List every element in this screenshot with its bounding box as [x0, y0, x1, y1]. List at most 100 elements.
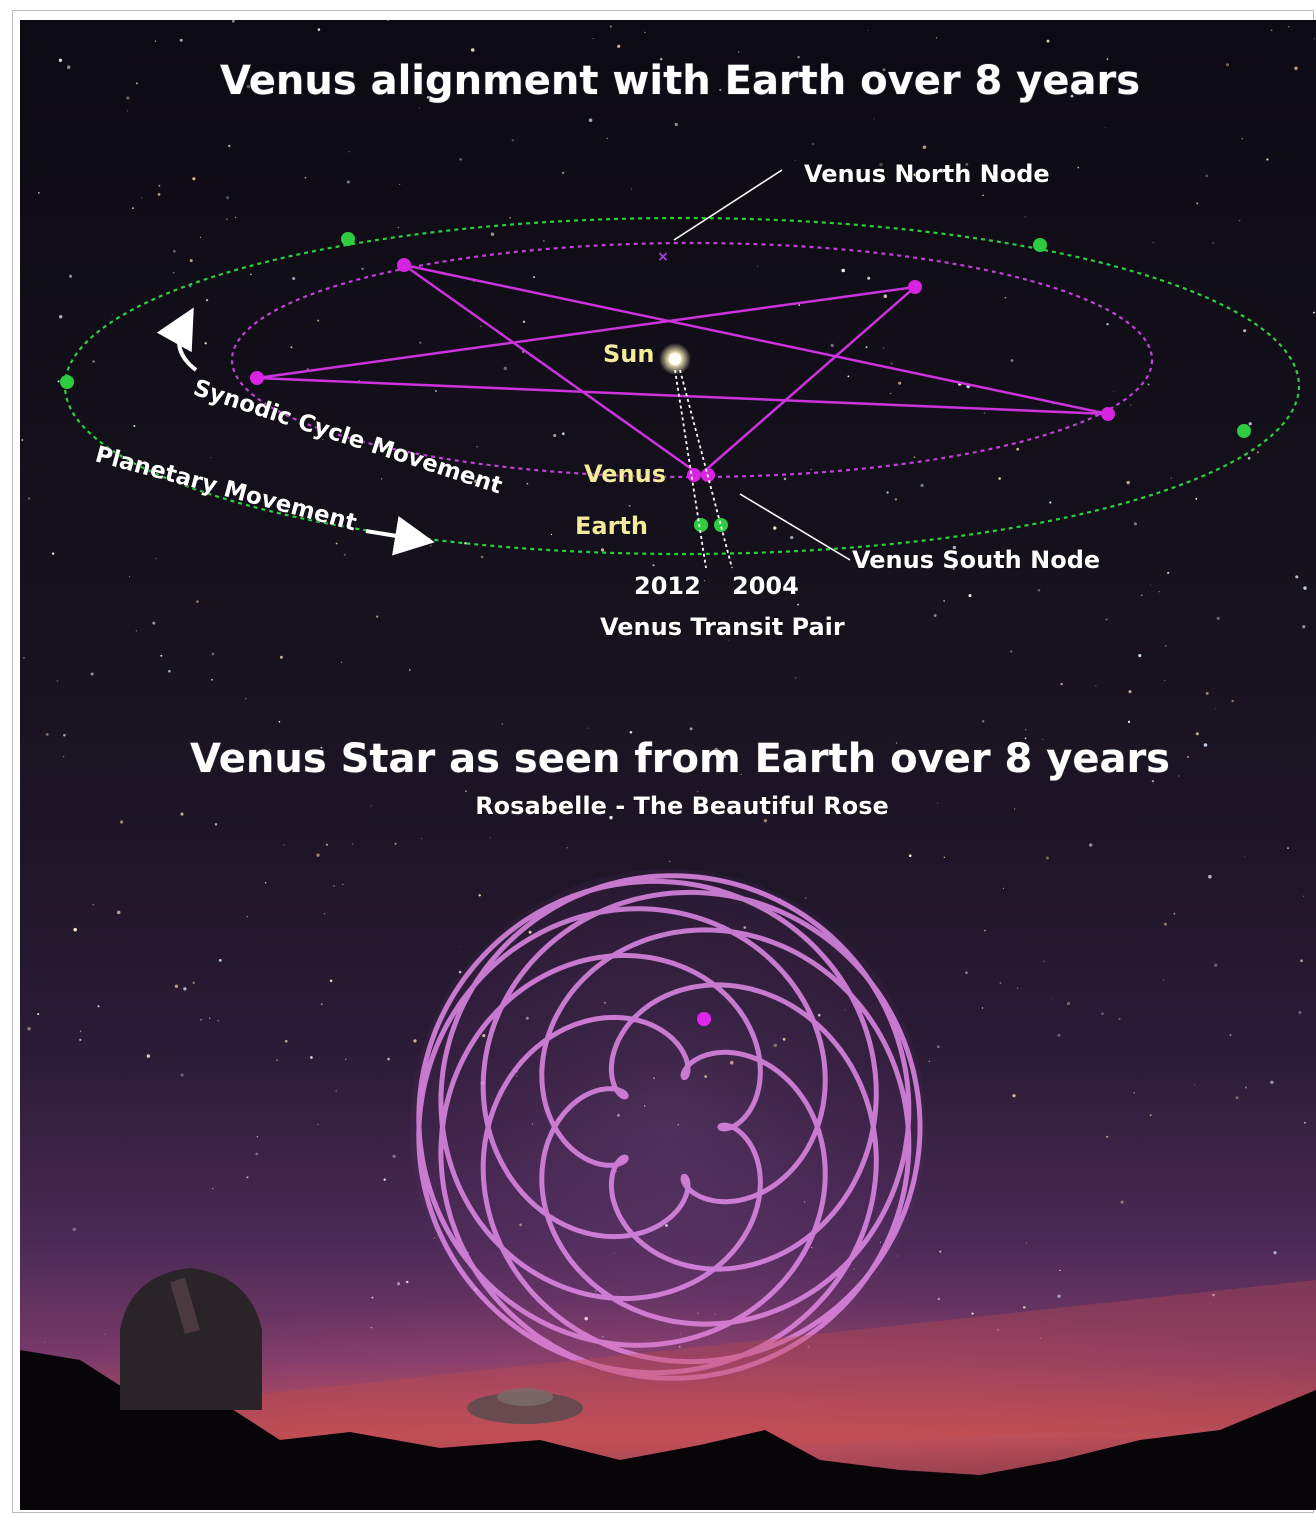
star	[740, 773, 742, 775]
star	[51, 552, 55, 555]
star	[196, 600, 199, 603]
star	[1196, 202, 1199, 205]
north-node-marker: ×	[657, 249, 669, 265]
star	[1245, 1086, 1247, 1089]
star	[210, 457, 212, 459]
star	[965, 971, 968, 974]
star	[228, 144, 231, 148]
star	[1294, 66, 1298, 70]
star	[882, 68, 886, 72]
star	[952, 545, 957, 550]
star	[1016, 447, 1020, 451]
star	[1178, 775, 1180, 777]
star	[284, 1039, 288, 1043]
star	[587, 727, 589, 729]
star	[503, 366, 508, 371]
south-node-pointer	[739, 493, 851, 561]
star	[269, 748, 271, 750]
star	[255, 1152, 259, 1156]
planetary-label: Planetary Movement	[92, 442, 359, 537]
star	[58, 58, 63, 63]
venus-point	[250, 371, 264, 385]
venus-orbit	[230, 241, 1154, 479]
star	[69, 274, 73, 278]
star	[283, 844, 285, 846]
star	[727, 639, 729, 641]
star	[1014, 808, 1016, 810]
star	[1312, 311, 1315, 314]
star	[697, 791, 699, 793]
star	[937, 802, 939, 804]
star	[1037, 588, 1041, 592]
star	[894, 498, 898, 501]
star	[790, 535, 794, 540]
star	[212, 1187, 214, 1190]
star	[183, 987, 187, 991]
star	[246, 84, 251, 89]
star	[1238, 219, 1241, 222]
star	[45, 732, 49, 736]
star	[226, 218, 228, 221]
star	[279, 655, 283, 659]
star	[811, 142, 815, 146]
star	[158, 184, 161, 187]
star	[290, 346, 293, 349]
star	[1303, 895, 1305, 897]
star	[63, 756, 65, 758]
venus-point	[687, 468, 701, 482]
star	[490, 232, 495, 236]
star	[913, 173, 917, 177]
star	[1164, 680, 1166, 681]
star	[320, 746, 323, 749]
venus-point	[1101, 407, 1115, 421]
star	[470, 48, 475, 52]
star	[392, 1154, 396, 1158]
star	[320, 1003, 323, 1005]
star	[383, 1178, 386, 1181]
star	[154, 40, 157, 42]
star	[873, 118, 875, 120]
mountain-silhouette	[20, 1350, 1316, 1510]
star	[650, 629, 652, 631]
star	[1235, 1096, 1239, 1100]
star	[352, 843, 354, 845]
star	[1295, 575, 1299, 579]
star	[361, 267, 364, 271]
star	[1106, 1135, 1109, 1138]
star	[998, 477, 1001, 480]
star	[218, 959, 222, 962]
star	[1104, 127, 1106, 129]
star	[1128, 690, 1132, 694]
star	[982, 720, 985, 723]
star	[179, 38, 183, 42]
synodic-arrow-icon	[156, 307, 198, 372]
star	[135, 630, 138, 632]
star	[189, 285, 192, 288]
star	[232, 20, 235, 23]
star	[1060, 682, 1063, 686]
star	[561, 171, 565, 175]
star	[211, 679, 213, 681]
star	[79, 1030, 82, 1033]
star	[325, 843, 329, 846]
star	[214, 823, 218, 826]
observatory-dome-slit	[170, 1278, 200, 1334]
star	[22, 656, 25, 659]
star	[1149, 1114, 1152, 1117]
star	[92, 904, 94, 906]
star	[250, 273, 252, 276]
star	[522, 320, 526, 324]
star	[553, 433, 557, 438]
star	[255, 87, 259, 91]
star	[189, 259, 193, 263]
star	[475, 485, 477, 487]
star	[1010, 650, 1013, 653]
star	[192, 177, 196, 181]
star	[245, 697, 247, 700]
star	[476, 446, 478, 448]
star	[1105, 618, 1108, 621]
star	[588, 118, 593, 123]
star	[550, 533, 553, 536]
earth-point	[1237, 424, 1251, 438]
star	[480, 325, 482, 328]
